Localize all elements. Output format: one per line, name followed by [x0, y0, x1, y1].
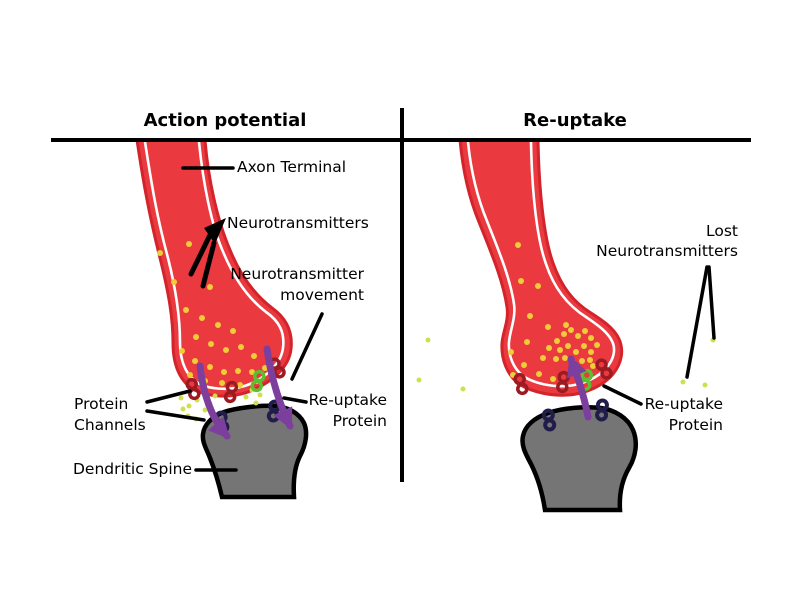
protein-channels-pointer-line-1: [145, 389, 192, 404]
lost-neurotransmitter-dots-right: [416, 337, 716, 392]
label-reuptake-protein-right: Re-uptake Protein: [645, 394, 723, 436]
protein-channel-darkred: [223, 380, 239, 404]
label-line: Protein: [332, 412, 387, 430]
neurotransmitters-pointer-line-1: [188, 232, 213, 277]
protein-channels-pointer-line-2: [145, 409, 206, 422]
protein-channel-darkred: [185, 377, 201, 401]
label-axon-terminal: Axon Terminal: [237, 158, 347, 176]
label-line: Re-uptake: [308, 391, 387, 409]
protein-channel-navy: [595, 398, 609, 422]
lost-neurotransmitters-pointer-line-2: [707, 265, 716, 340]
axon-terminal-shape-right: [458, 138, 624, 397]
label-line: Neurotransmitter: [230, 265, 364, 283]
reuptake-protein-green-left: [250, 369, 266, 393]
dendritic-spine-shape-right: [520, 404, 639, 513]
label-line: Protein: [74, 395, 129, 413]
label-lost-neurotransmitters: Lost Neurotransmitters: [596, 221, 738, 261]
movement-pointer-line: [290, 312, 324, 381]
protein-channel-darkred: [513, 372, 529, 396]
reuptake-protein-pointer-line-left: [282, 396, 308, 404]
label-protein-channels: Protein Channels: [74, 394, 146, 436]
label-line: Protein: [668, 416, 723, 434]
axon-inner-outline-left: [143, 141, 285, 391]
label-neurotransmitters: Neurotransmitters: [227, 214, 369, 232]
panel-divider: [400, 108, 404, 482]
panel-title-reuptake: Re-uptake: [523, 110, 627, 131]
protein-channel-navy: [541, 408, 557, 432]
label-line: Re-uptake: [644, 395, 723, 413]
neurotransmitter-dots-left-terminal: [157, 241, 268, 388]
label-neurotransmitter-movement: Neurotransmitter movement: [230, 264, 364, 306]
neurotransmitter-movement-arrow-left-2: [263, 345, 294, 430]
neurotransmitters-pointer-arrowhead: [204, 218, 226, 244]
neurotransmitters-pointer-line-2: [200, 240, 217, 289]
label-line: Channels: [74, 416, 146, 434]
label-dendritic-spine: Dendritic Spine: [73, 460, 192, 478]
reuptake-arrow-right: [567, 355, 592, 421]
label-line: Neurotransmitters: [596, 242, 738, 260]
label-line: movement: [280, 286, 364, 304]
lost-neurotransmitters-pointer-line-1: [685, 265, 709, 379]
protein-channel-darkred: [595, 358, 613, 380]
reuptake-protein-pointer-line-right: [602, 384, 643, 406]
label-line: Lost: [706, 222, 738, 240]
panel-title-action-potential: Action potential: [143, 110, 307, 131]
label-reuptake-protein-left: Re-uptake Protein: [309, 390, 387, 432]
neurotransmitter-movement-arrow-left-1: [196, 362, 231, 440]
